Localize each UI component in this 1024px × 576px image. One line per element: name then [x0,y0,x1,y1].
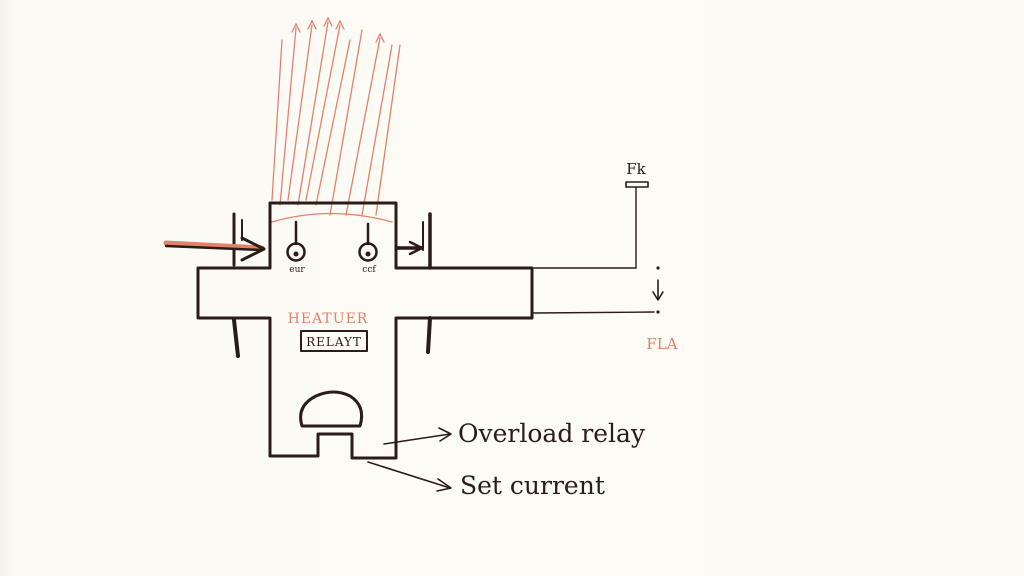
terminal-right-label: ccf [362,265,376,275]
overload-relay-label: Overload relay [458,419,646,448]
terminal-left [286,220,306,262]
relay-label-box [300,330,368,352]
input-arrow [163,236,266,262]
callout-overload-relay [383,427,452,445]
fk-label: Fk [626,160,646,178]
side-tabs [232,212,432,358]
relay-label: RELAYT [306,335,362,349]
fla-branch [533,266,664,314]
relay-body-outline [196,201,534,460]
heat-lines [271,16,401,223]
fla-label: FLA [646,335,677,353]
terminal-right [358,222,378,262]
callout-set-current [367,461,452,492]
heater-label: HEATUER [288,311,369,327]
fk-branch [533,181,649,269]
set-current-dial [299,390,364,428]
set-current-label: Set current [460,471,605,500]
terminal-left-label: eur [289,265,305,275]
